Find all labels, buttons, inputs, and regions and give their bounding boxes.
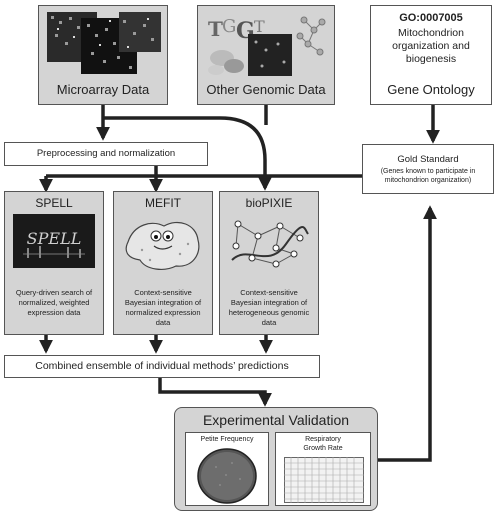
spell-logo-image: SPELL: [13, 214, 95, 268]
network-graph-icon: [231, 220, 309, 268]
method-title-biopixie: bioPIXIE: [245, 196, 293, 210]
spell-logo-text: SPELL: [27, 229, 82, 248]
svg-text:T: T: [254, 17, 265, 36]
assay-panel-petite: Petite Frequency: [185, 432, 269, 506]
other-genomic-data-label: Other Genomic Data: [206, 82, 326, 97]
petri-dish-icon: [197, 448, 257, 504]
ensemble-box: Combined ensemble of individual methods’…: [4, 355, 320, 378]
validation-title: Experimental Validation: [202, 412, 350, 428]
method-desc-spell: Query-driven search of normalized, weigh…: [15, 288, 93, 317]
method-desc-mefit: Context-sensitive Bayesian integration o…: [124, 288, 202, 327]
method-box-mefit: MEFIT Context-sensitive Bayesian integra…: [113, 191, 213, 335]
mefit-creature-icon: [125, 221, 200, 270]
svg-text:T: T: [208, 17, 223, 41]
spell-logo-icon: SPELL: [23, 229, 85, 258]
method-title-mefit: MEFIT: [145, 196, 181, 210]
gold-standard-title: Gold Standard: [397, 154, 459, 165]
microarray-data-box: Microarray Data: [38, 5, 168, 105]
go-id: GO:0007005: [399, 12, 463, 24]
method-desc-biopixie: Context-sensitive Bayesian integration o…: [228, 288, 310, 327]
well-plate-icon: [284, 457, 364, 503]
other-genomic-data-box: T G G T Other Genomic Data: [197, 5, 335, 105]
ensemble-label: Combined ensemble of individual methods’…: [35, 360, 289, 372]
microarray-heatmap-image: [47, 12, 161, 74]
experimental-validation-box: Experimental Validation Petite Frequency…: [174, 407, 378, 511]
biopixie-network-image: [228, 214, 310, 274]
mefit-creature-image: [120, 214, 206, 274]
gold-standard-box: Gold Standard (Genes known to participat…: [362, 144, 494, 194]
go-term: Mitochondrion organization and biogenesi…: [392, 27, 470, 65]
method-title-spell: SPELL: [35, 196, 73, 210]
gene-ontology-box: GO:0007005 Mitochondrion organization an…: [370, 5, 492, 105]
method-box-biopixie: bioPIXIE Context-sensitive Bayesian inte…: [219, 191, 319, 335]
assay-label-petite: Petite Frequency: [200, 436, 254, 443]
heatmap-icon: [47, 12, 161, 74]
genomic-collage-image: T G G T: [204, 10, 330, 78]
assay-label-respiratory: Respiratory Growth Rate: [303, 436, 343, 452]
gene-ontology-label: Gene Ontology: [387, 82, 475, 97]
gold-standard-subtitle: (Genes known to participate in mitochond…: [380, 168, 476, 184]
preprocessing-label: Preprocessing and normalization: [36, 148, 176, 159]
preprocessing-box: Preprocessing and normalization: [4, 142, 208, 166]
svg-text:G: G: [222, 16, 236, 37]
assay-panel-respiratory: Respiratory Growth Rate: [275, 432, 371, 506]
method-box-spell: SPELL SPELL Query-driven search of norma…: [4, 191, 104, 335]
microarray-data-label: Microarray Data: [56, 82, 150, 97]
genomic-collage-icon: T G G T: [208, 16, 326, 76]
